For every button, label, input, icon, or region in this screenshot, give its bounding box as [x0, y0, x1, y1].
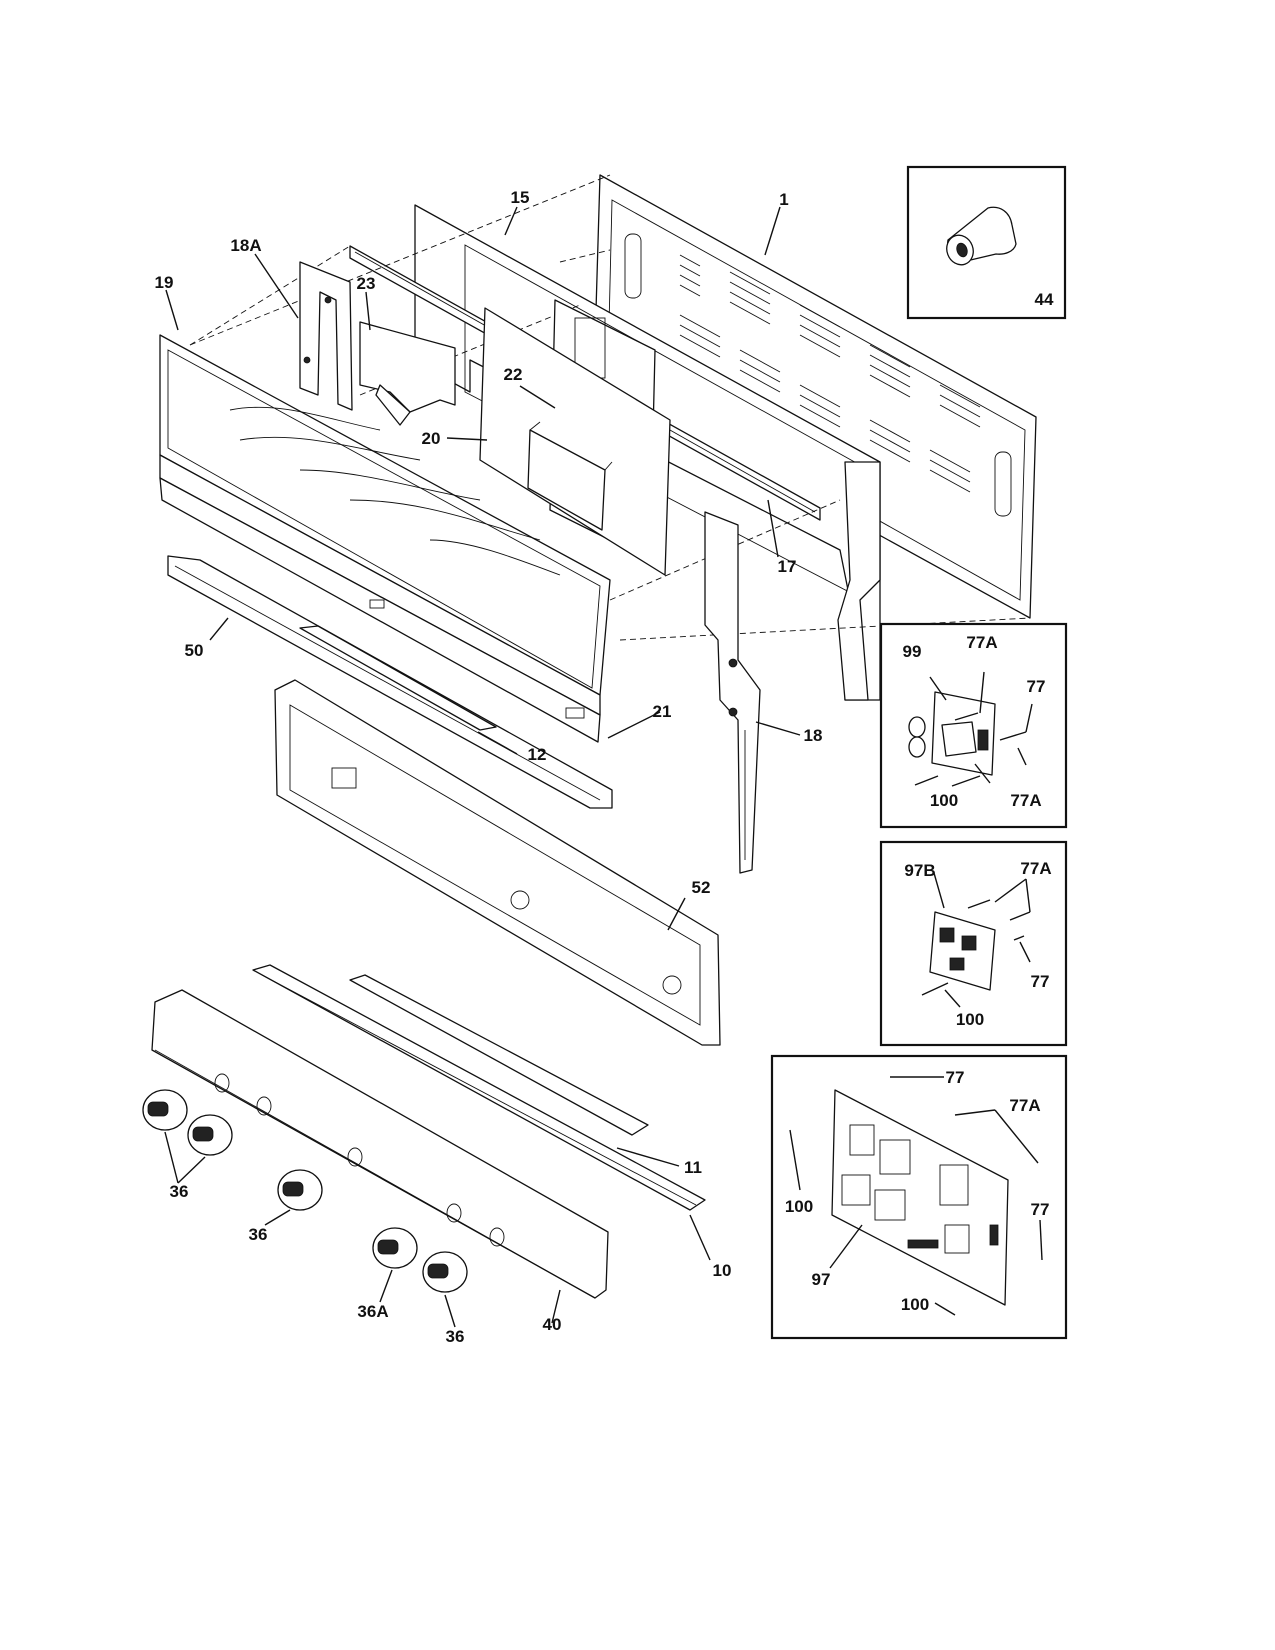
- label-part-18a: 18A: [230, 236, 261, 255]
- label-part-23: 23: [357, 274, 376, 293]
- label-part-36a: 36A: [357, 1302, 388, 1321]
- right-side-bracket: [704, 511, 761, 874]
- label-part-17: 17: [778, 557, 797, 576]
- backguard-panel: [159, 334, 611, 743]
- label-part-40: 40: [543, 1315, 562, 1334]
- label-part-18: 18: [804, 726, 823, 745]
- label-part-100: 100: [956, 1010, 984, 1029]
- label-part-50: 50: [185, 641, 204, 660]
- part-labels: 1 15 18A 19 23 22 20 17 50 21 12 18 52 1…: [155, 188, 823, 1346]
- leader-lines: [164, 206, 801, 1328]
- label-part-19: 19: [155, 273, 174, 292]
- label-part-100-left: 100: [785, 1197, 813, 1216]
- knob-4: [372, 1227, 418, 1269]
- label-part-100-bottom: 100: [901, 1295, 929, 1314]
- label-part-97: 97: [812, 1270, 831, 1289]
- label-part-36-middle: 36: [249, 1225, 268, 1244]
- inset-board-99: 99 77A 77 100 77A: [879, 622, 1068, 829]
- label-part-77a: 77A: [1020, 859, 1051, 878]
- label-part-99: 99: [903, 642, 922, 661]
- label-part-77-right: 77: [1031, 1200, 1050, 1219]
- control-knobs: [142, 1089, 468, 1293]
- console-glass-strips: [252, 964, 706, 1211]
- rear-vent-panel: [593, 174, 1037, 619]
- label-part-15: 15: [511, 188, 530, 207]
- label-part-100: 100: [930, 791, 958, 810]
- label-part-52: 52: [692, 878, 711, 897]
- slot-strip: [299, 625, 497, 731]
- label-part-20: 20: [422, 429, 441, 448]
- inset-board-97b: 97B 77A 77 100: [879, 840, 1068, 1047]
- knob-panel: [151, 989, 609, 1299]
- label-part-97b: 97B: [904, 861, 935, 880]
- small-bracket: [359, 321, 456, 426]
- label-part-77a-top: 77A: [966, 633, 997, 652]
- label-part-21: 21: [653, 702, 672, 721]
- knob-1: [142, 1089, 188, 1131]
- label-part-22: 22: [504, 365, 523, 384]
- label-part-10: 10: [713, 1261, 732, 1280]
- inset-board-97: 77 77A 100 77 97 100: [770, 1054, 1068, 1340]
- inset-cap: 44: [906, 165, 1067, 320]
- control-board: [479, 307, 671, 576]
- label-part-77a-bottom: 77A: [1010, 791, 1041, 810]
- knob-3: [277, 1169, 323, 1211]
- label-part-11: 11: [684, 1158, 702, 1177]
- label-part-77: 77: [1031, 972, 1050, 991]
- label-part-36-right: 36: [446, 1327, 465, 1346]
- label-part-1: 1: [779, 190, 788, 209]
- knob-5: [422, 1251, 468, 1293]
- label-part-77a: 77A: [1009, 1096, 1040, 1115]
- label-part-12: 12: [528, 745, 547, 764]
- knob-2: [187, 1114, 233, 1156]
- label-part-77: 77: [1027, 677, 1046, 696]
- label-part-77-top: 77: [946, 1068, 965, 1087]
- left-side-bracket: [299, 261, 353, 411]
- label-part-44: 44: [1035, 290, 1054, 309]
- console-body: [274, 679, 721, 1046]
- label-part-36-left: 36: [170, 1182, 189, 1201]
